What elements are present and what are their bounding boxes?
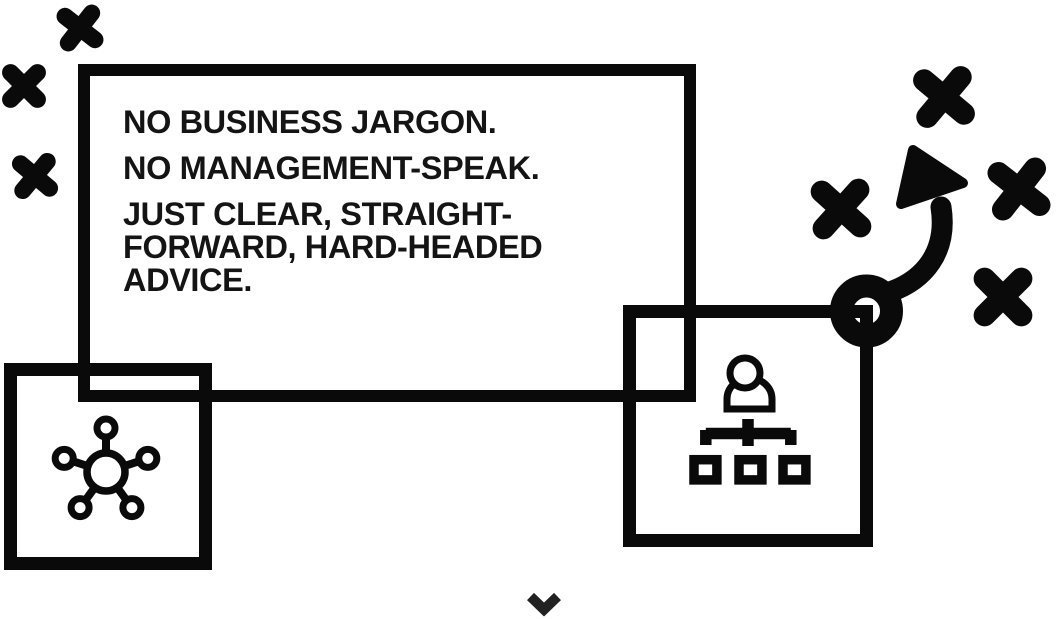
arrow-shaft [879, 196, 953, 303]
headline-box: NO BUSINESS JARGON. NO MANAGEMENT-SPEAK.… [78, 64, 696, 402]
org-chart-tile [623, 305, 873, 547]
network-tile [4, 363, 212, 570]
headline-line-1: NO BUSINESS JARGON. [123, 104, 497, 140]
headline-line-4: FORWARD, HARD-HEADED [123, 229, 543, 265]
headline-line-3: JUST CLEAR, STRAIGHT- [123, 196, 512, 232]
cross-icon [810, 178, 872, 240]
arrow-head [896, 145, 968, 209]
network-hub-icon [51, 415, 161, 521]
cross-icon [913, 66, 975, 128]
cross-icon [973, 267, 1033, 327]
crosses-top-left [2, 4, 104, 200]
strategy-arrow-icon [810, 66, 1051, 348]
arrow-start-ring [830, 274, 903, 348]
cross-icon [56, 4, 104, 52]
cross-icon [11, 152, 59, 200]
cross-icon [2, 64, 46, 108]
cross-icon [987, 157, 1051, 221]
headline-line-2: NO MANAGEMENT-SPEAK. [123, 150, 540, 186]
org-chart-icon [689, 354, 811, 485]
headline-line-5: ADVICE. [123, 262, 253, 298]
chevron-down-icon[interactable] [526, 592, 562, 618]
headline: NO BUSINESS JARGON. NO MANAGEMENT-SPEAK.… [123, 104, 543, 298]
